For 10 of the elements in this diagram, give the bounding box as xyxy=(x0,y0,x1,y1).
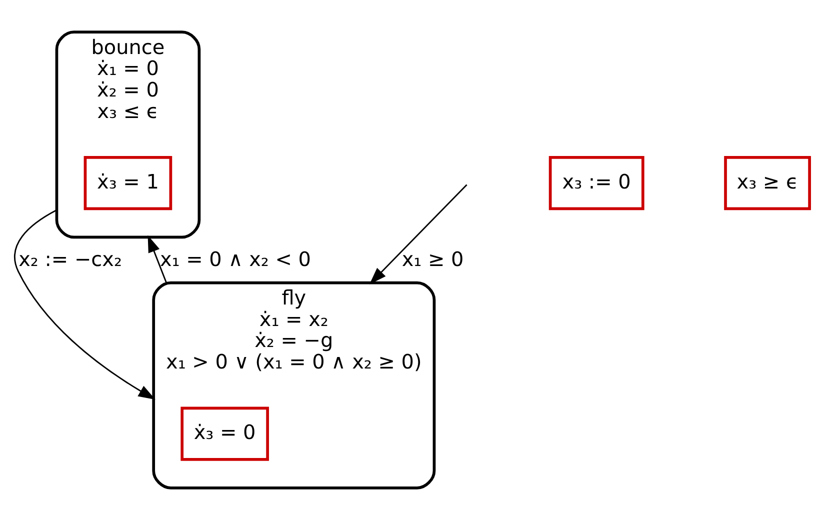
arrow xyxy=(148,235,168,284)
edge-label: x₁ = 0 ∧ x₂ < 0 xyxy=(160,246,311,271)
arrow xyxy=(14,209,156,400)
arrow xyxy=(369,184,468,284)
edge-label: x₂ := −cx₂ xyxy=(18,246,122,271)
node-box: x₃ := 0 xyxy=(548,156,644,210)
node-box: ẋ₃ = 0 xyxy=(180,406,269,461)
node-box: ẋ₃ = 1 xyxy=(84,156,172,210)
node-box: x₃ ≥ ϵ xyxy=(724,156,811,210)
edge-label: x₁ ≥ 0 xyxy=(402,246,464,271)
